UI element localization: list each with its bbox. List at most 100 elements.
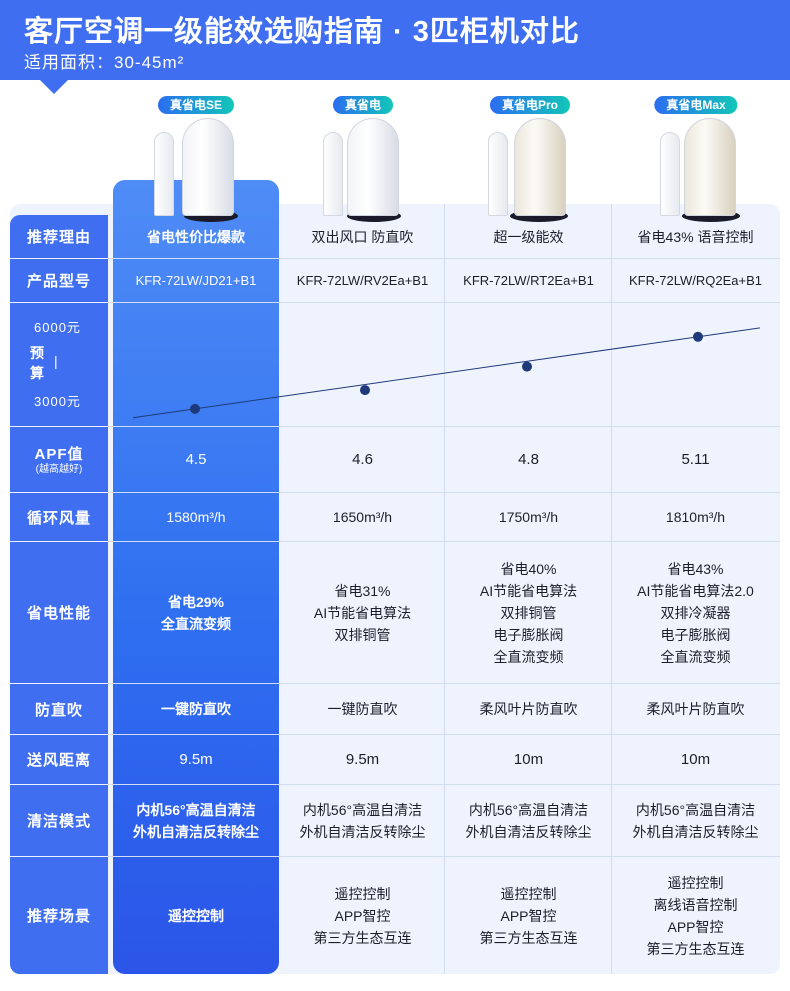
cell-apf-se: 4.5: [185, 450, 207, 468]
product-tag: 真省电: [332, 96, 394, 114]
saving-line: 双排铜管: [334, 626, 391, 643]
cell-scene-pro: 遥控控制 APP智控 第三方生态互连: [446, 857, 611, 974]
cell-saving-pro: 省电40% AI节能省电算法 双排铜管 电子膨胀阀 全直流变频: [446, 542, 611, 683]
page-subtitle: 适用面积：30-45m²: [24, 53, 185, 72]
ac-unit-slim-image: [488, 132, 508, 216]
clean-line: 外机自清洁反转除尘: [465, 823, 592, 840]
cell-antidirect-max: 柔风叶片防直吹: [646, 701, 745, 717]
scene-line: APP智控: [334, 907, 391, 924]
cell-distance-max: 10m: [680, 750, 711, 768]
budget-label-bottom: 算: [30, 365, 45, 381]
saving-line: 省电31%: [334, 582, 391, 599]
apf-label: APF值: [34, 446, 84, 463]
header-notch: [40, 80, 68, 94]
cell-apf-standard: 4.6: [352, 450, 373, 468]
cell-airflow-standard: 1650m³/h: [332, 509, 393, 525]
budget-label-bar: |: [54, 353, 59, 369]
cell-airflow-pro: 1750m³/h: [498, 509, 559, 525]
clean-line: 外机自清洁反转除尘: [133, 823, 259, 840]
cell-clean-standard: 内机56°高温自清洁 外机自清洁反转除尘: [281, 785, 444, 856]
cell-scene-standard: 遥控控制 APP智控 第三方生态互连: [281, 857, 444, 974]
row-label-airflow: 循环风量: [10, 493, 108, 541]
row-label-budget: 预 | 算 6000元 3000元: [10, 303, 108, 426]
ac-unit-image: [684, 118, 736, 216]
cell-saving-standard: 省电31% AI节能省电算法 双排铜管: [281, 542, 444, 683]
ac-unit-slim-image: [154, 132, 174, 216]
cell-clean-max: 内机56°高温自清洁 外机自清洁反转除尘: [613, 785, 778, 856]
product-card-max[interactable]: 真省电Max: [614, 96, 778, 226]
row-label-reason: 推荐理由: [10, 215, 108, 258]
row-divider: [108, 541, 780, 542]
scene-line: APP智控: [500, 907, 557, 924]
budget-min-label: 3000元: [34, 394, 81, 409]
scene-line: 离线语音控制: [653, 896, 738, 913]
saving-line: AI节能省电算法: [479, 582, 578, 599]
cell-saving-max: 省电43% AI节能省电算法2.0 双排冷凝器 电子膨胀阀 全直流变频: [613, 542, 778, 683]
cell-distance-se: 9.5m: [179, 750, 213, 768]
cell-airflow-se: 1580m³/h: [166, 509, 226, 525]
cell-reason-pro: 超一级能效: [493, 228, 564, 245]
page-title: 客厅空调一级能效选购指南 · 3匹柜机对比: [24, 16, 580, 48]
row-label-model: 产品型号: [10, 259, 108, 302]
product-card-pro[interactable]: 真省电Pro: [448, 96, 612, 226]
budget-label-top: 预: [30, 345, 45, 361]
cell-antidirect-se: 一键防直吹: [161, 701, 231, 717]
saving-line: 电子膨胀阀: [660, 626, 731, 643]
cell-antidirect-pro: 柔风叶片防直吹: [479, 701, 578, 717]
clean-line: 内机56°高温自清洁: [302, 801, 423, 818]
saving-line: 省电43%: [667, 560, 724, 577]
scene-line: 遥控控制: [667, 874, 724, 891]
row-label-scene: 推荐场景: [10, 857, 108, 974]
clean-line: 内机56°高温自清洁: [468, 801, 589, 818]
scene-line: 第三方生态互连: [646, 940, 745, 957]
product-tag: 真省电Pro: [489, 96, 571, 114]
apf-sublabel: (越高越好): [35, 464, 83, 475]
row-label-antidirect: 防直吹: [10, 684, 108, 734]
cell-model-standard: KFR-72LW/RV2Ea+B1: [296, 272, 429, 288]
row-divider: [108, 683, 780, 684]
saving-line: 双排冷凝器: [660, 604, 731, 621]
ac-unit-image: [182, 118, 234, 216]
row-divider: [108, 856, 780, 857]
column-divider: [444, 204, 445, 974]
clean-line: 外机自清洁反转除尘: [632, 823, 759, 840]
scene-line: 遥控控制: [500, 885, 557, 902]
ac-unit-slim-image: [323, 132, 343, 216]
saving-line: 双排铜管: [500, 604, 557, 621]
highlight-column: [113, 180, 279, 974]
cell-reason-se: 省电性价比爆款: [147, 228, 245, 245]
cell-airflow-max: 1810m³/h: [665, 509, 726, 525]
cell-distance-standard: 9.5m: [345, 750, 380, 768]
scene-line: 第三方生态互连: [313, 929, 412, 946]
scene-line: 第三方生态互连: [479, 929, 578, 946]
saving-line: AI节能省电算法: [313, 604, 412, 621]
row-divider: [108, 784, 780, 785]
cell-clean-se: 内机56°高温自清洁 外机自清洁反转除尘: [113, 785, 279, 856]
saving-line: AI节能省电算法2.0: [637, 582, 754, 599]
clean-line: 外机自清洁反转除尘: [299, 823, 426, 840]
product-card-standard[interactable]: 真省电: [281, 96, 445, 226]
scene-line: APP智控: [667, 918, 724, 935]
product-card-se[interactable]: 真省电SE: [114, 96, 278, 226]
header-banner: 客厅空调一级能效选购指南 · 3匹柜机对比 适用面积：30-45m²: [0, 0, 790, 80]
saving-line: 全直流变频: [161, 615, 231, 632]
product-tag: 真省电SE: [157, 96, 235, 114]
cell-reason-standard: 双出风口 防直吹: [311, 228, 414, 245]
row-label-saving: 省电性能: [10, 542, 108, 683]
saving-line: 全直流变频: [660, 648, 731, 665]
ac-unit-image: [347, 118, 399, 216]
cell-scene-max: 遥控控制 离线语音控制 APP智控 第三方生态互连: [613, 857, 778, 974]
clean-line: 内机56°高温自清洁: [136, 801, 256, 818]
saving-line: 省电29%: [167, 593, 225, 610]
row-divider: [108, 426, 780, 427]
cell-reason-max: 省电43% 语音控制: [637, 228, 754, 245]
column-divider: [611, 204, 612, 974]
cell-apf-max: 5.11: [681, 450, 710, 468]
cell-model-se: KFR-72LW/JD21+B1: [135, 272, 257, 288]
scene-line: 遥控控制: [168, 907, 224, 924]
saving-line: 电子膨胀阀: [493, 626, 564, 643]
cell-distance-pro: 10m: [513, 750, 544, 768]
cell-apf-pro: 4.8: [518, 450, 539, 468]
ac-unit-image: [514, 118, 566, 216]
ac-unit-slim-image: [660, 132, 680, 216]
